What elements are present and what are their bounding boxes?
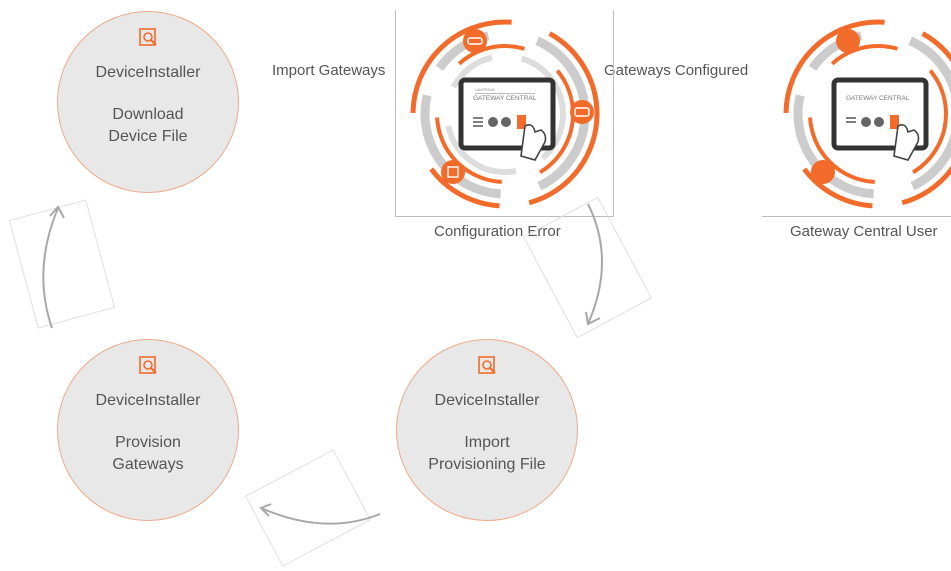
frame-bottom-line-right bbox=[762, 216, 951, 217]
step-description-line: Provisioning File bbox=[428, 456, 546, 473]
gateway-central-user-graphic: GATEWAY CENTRAL bbox=[783, 19, 951, 209]
screen-logo-small: LANTRONIX bbox=[475, 88, 496, 92]
frame-bottom-line bbox=[395, 216, 614, 217]
step-description: Download Device File bbox=[68, 104, 228, 148]
step-description: Provision Gateways bbox=[68, 432, 228, 476]
arrow-error-to-import bbox=[585, 203, 603, 326]
gateway-central-user-label: Gateway Central User bbox=[790, 223, 938, 240]
step-download-device-file: DeviceInstaller Download Device File bbox=[57, 11, 239, 193]
gateways-configured-label: Gateways Configured bbox=[604, 62, 749, 79]
step-description-line: Gateways bbox=[112, 456, 184, 473]
frame-right-line bbox=[613, 10, 614, 216]
magnifier-document-icon bbox=[139, 28, 159, 53]
step-provision-gateways: DeviceInstaller Provision Gateways bbox=[57, 339, 239, 521]
step-description-line: Download bbox=[112, 106, 184, 123]
step-import-provisioning-file: DeviceInstaller Import Provisioning File bbox=[396, 339, 578, 521]
step-description-line: Device File bbox=[108, 128, 188, 145]
gateway-central-graphic: LANTRONIX GATEWAY CENTRAL bbox=[410, 19, 600, 209]
step-title: DeviceInstaller bbox=[95, 64, 201, 81]
step-description-line: Provision bbox=[115, 434, 181, 451]
import-gateways-label: Import Gateways bbox=[272, 62, 386, 79]
screen-logo-title: GATEWAY CENTRAL bbox=[473, 95, 537, 102]
frame-left-line bbox=[395, 10, 396, 216]
arrow-provision-to-download bbox=[42, 205, 65, 329]
step-title: DeviceInstaller bbox=[434, 392, 540, 409]
configuration-error-label: Configuration Error bbox=[434, 223, 561, 240]
step-title: DeviceInstaller bbox=[95, 392, 201, 409]
screen-logo-title: GATEWAY CENTRAL bbox=[846, 95, 910, 102]
magnifier-document-icon bbox=[478, 356, 498, 381]
step-description-line: Import bbox=[464, 434, 510, 451]
arrow-import-to-provision bbox=[259, 503, 381, 525]
step-description: Import Provisioning File bbox=[407, 432, 567, 476]
magnifier-document-icon bbox=[139, 356, 159, 381]
